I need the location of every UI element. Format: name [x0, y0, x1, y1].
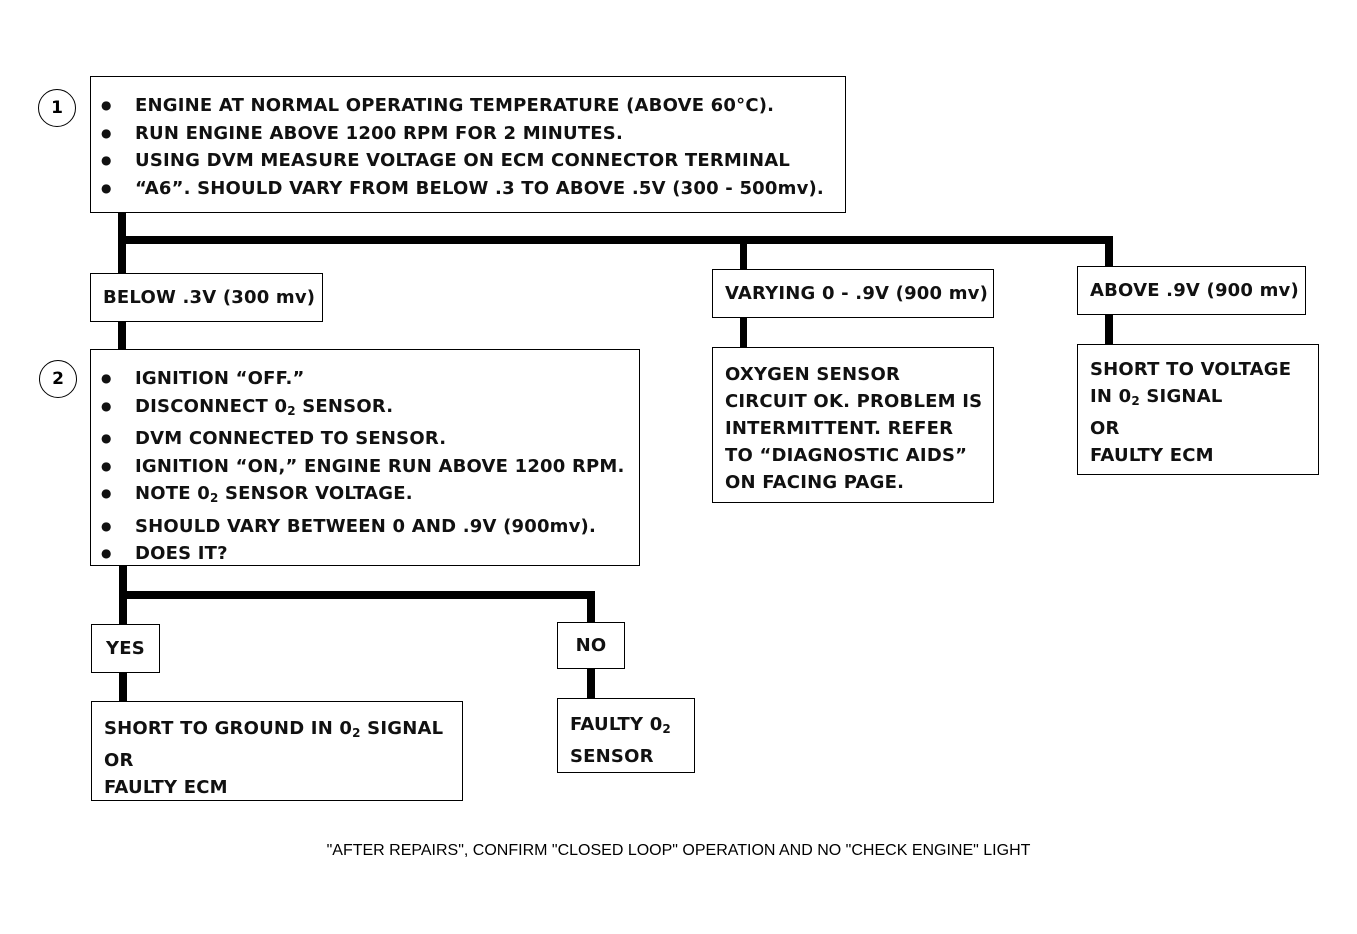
connector-branch-horizontal	[118, 236, 1113, 244]
no-result-text: FAULTY 0	[570, 714, 663, 735]
step-2-item: IGNITION “OFF.”	[91, 365, 639, 393]
step-1-marker: 1	[38, 89, 76, 127]
footer-note: "AFTER REPAIRS", CONFIRM "CLOSED LOOP" O…	[326, 842, 1031, 859]
branch-below-box: BELOW .3V (300 mv)	[90, 273, 323, 322]
connector-above-down	[1105, 236, 1113, 268]
above-result-text: SIGNAL	[1139, 386, 1223, 407]
step-2-item-text: SENSOR.	[295, 395, 394, 417]
answer-no-label: NO	[575, 635, 607, 656]
varying-result-line: ON FACING PAGE.	[725, 472, 905, 493]
varying-result-line: TO “DIAGNOSTIC AIDS”	[725, 445, 968, 466]
connector-yes-to-result	[119, 672, 127, 702]
step-2-item: SHOULD VARY BETWEEN 0 AND .9V (900mv).	[91, 513, 639, 541]
yes-result-line: FAULTY ECM	[104, 777, 228, 798]
branch-varying-box: VARYING 0 - .9V (900 mv)	[712, 269, 994, 318]
branch-varying-label: VARYING 0 - .9V (900 mv)	[725, 283, 989, 304]
varying-result-box: OXYGEN SENSOR CIRCUIT OK. PROBLEM IS INT…	[712, 347, 994, 503]
step-2-list: IGNITION “OFF.” DISCONNECT 02 SENSOR. DV…	[91, 365, 639, 568]
step-2-item: NOTE 02 SENSOR VOLTAGE.	[91, 480, 639, 513]
connector-no-to-result	[587, 667, 595, 699]
above-result-line: OR	[1090, 418, 1120, 439]
step-2-item-text: NOTE 0	[135, 483, 210, 504]
answer-no-box: NO	[557, 622, 625, 669]
yes-result-text: SIGNAL	[360, 718, 444, 739]
above-result-line: FAULTY ECM	[1090, 445, 1214, 466]
branch-above-label: ABOVE .9V (900 mv)	[1090, 280, 1299, 301]
step-2-item-text: DISCONNECT 0	[135, 395, 288, 417]
step-1-item-continuation: “A6”. SHOULD VARY FROM BELOW .3 TO ABOVE…	[91, 175, 845, 203]
step-2-item-text: IGNITION “ON,” ENGINE RUN ABOVE 1200 RPM…	[135, 455, 625, 477]
above-result-text: IN 0	[1090, 386, 1132, 407]
step-2-item: DVM CONNECTED TO SENSOR.	[91, 425, 639, 453]
above-result-line: IN 02 SIGNAL	[1090, 383, 1318, 415]
varying-result-line: INTERMITTENT. REFER	[725, 418, 954, 439]
step-2-item-text: SHOULD VARY BETWEEN 0 AND .9V (900mv).	[135, 515, 597, 537]
step-2-marker: 2	[39, 360, 77, 398]
step-2-box: IGNITION “OFF.” DISCONNECT 02 SENSOR. DV…	[90, 349, 640, 568]
step-1-item: USING DVM MEASURE VOLTAGE ON ECM CONNECT…	[91, 147, 845, 175]
step-2-item-text: DVM CONNECTED TO SENSOR.	[135, 428, 447, 449]
connector-varying-to-result	[740, 317, 747, 349]
step-1-box: ENGINE AT NORMAL OPERATING TEMPERATURE (…	[90, 76, 846, 213]
branch-above-box: ABOVE .9V (900 mv)	[1077, 266, 1306, 315]
step-2-item-continuation: DOES IT?	[91, 540, 639, 568]
connector-varying-down	[740, 236, 747, 270]
step-1-item: RUN ENGINE ABOVE 1200 RPM FOR 2 MINUTES.	[91, 120, 845, 148]
yes-result-box: SHORT TO GROUND IN 02 SIGNAL OR FAULTY E…	[91, 701, 463, 801]
no-result-box: FAULTY 02 SENSOR	[557, 698, 695, 773]
answer-yes-label: YES	[106, 638, 145, 659]
subscript-2: 2	[662, 722, 671, 736]
subscript-2: 2	[352, 726, 361, 740]
yes-result-line: SHORT TO GROUND IN 02 SIGNAL	[104, 715, 462, 747]
above-result-line: SHORT TO VOLTAGE	[1090, 359, 1292, 380]
step-2-item: IGNITION “ON,” ENGINE RUN ABOVE 1200 RPM…	[91, 453, 639, 481]
connector-yesno-horizontal	[119, 591, 595, 599]
step-2-continuation: DOES IT?	[135, 543, 228, 564]
varying-result-line: OXYGEN SENSOR	[725, 364, 901, 385]
no-result-line: SENSOR	[570, 746, 654, 767]
step-2-item-text: IGNITION “OFF.”	[135, 368, 305, 389]
connector-above-to-result	[1105, 314, 1113, 346]
step-2-number: 2	[52, 369, 64, 389]
yes-result-line: OR	[104, 750, 134, 771]
connector-below-to-step2	[118, 321, 126, 350]
answer-yes-box: YES	[91, 624, 160, 673]
yes-result-text: SHORT TO GROUND IN 0	[104, 718, 353, 739]
step-1-item: ENGINE AT NORMAL OPERATING TEMPERATURE (…	[91, 92, 845, 120]
connector-no-down	[587, 591, 595, 625]
step-2-item-text: SENSOR VOLTAGE.	[218, 483, 413, 504]
step-1-continuation: “A6”. SHOULD VARY FROM BELOW .3 TO ABOVE…	[135, 177, 824, 199]
varying-result-line: CIRCUIT OK. PROBLEM IS	[725, 391, 983, 412]
subscript-2: 2	[287, 403, 296, 418]
no-result-line: FAULTY 02	[570, 711, 694, 743]
step-1-number: 1	[51, 98, 63, 118]
above-result-box: SHORT TO VOLTAGE IN 02 SIGNAL OR FAULTY …	[1077, 344, 1319, 475]
branch-below-label: BELOW .3V (300 mv)	[103, 287, 316, 308]
subscript-2: 2	[209, 491, 219, 505]
step-2-item: DISCONNECT 02 SENSOR.	[91, 393, 639, 426]
step-1-list: ENGINE AT NORMAL OPERATING TEMPERATURE (…	[91, 92, 845, 202]
subscript-2: 2	[1131, 394, 1140, 408]
